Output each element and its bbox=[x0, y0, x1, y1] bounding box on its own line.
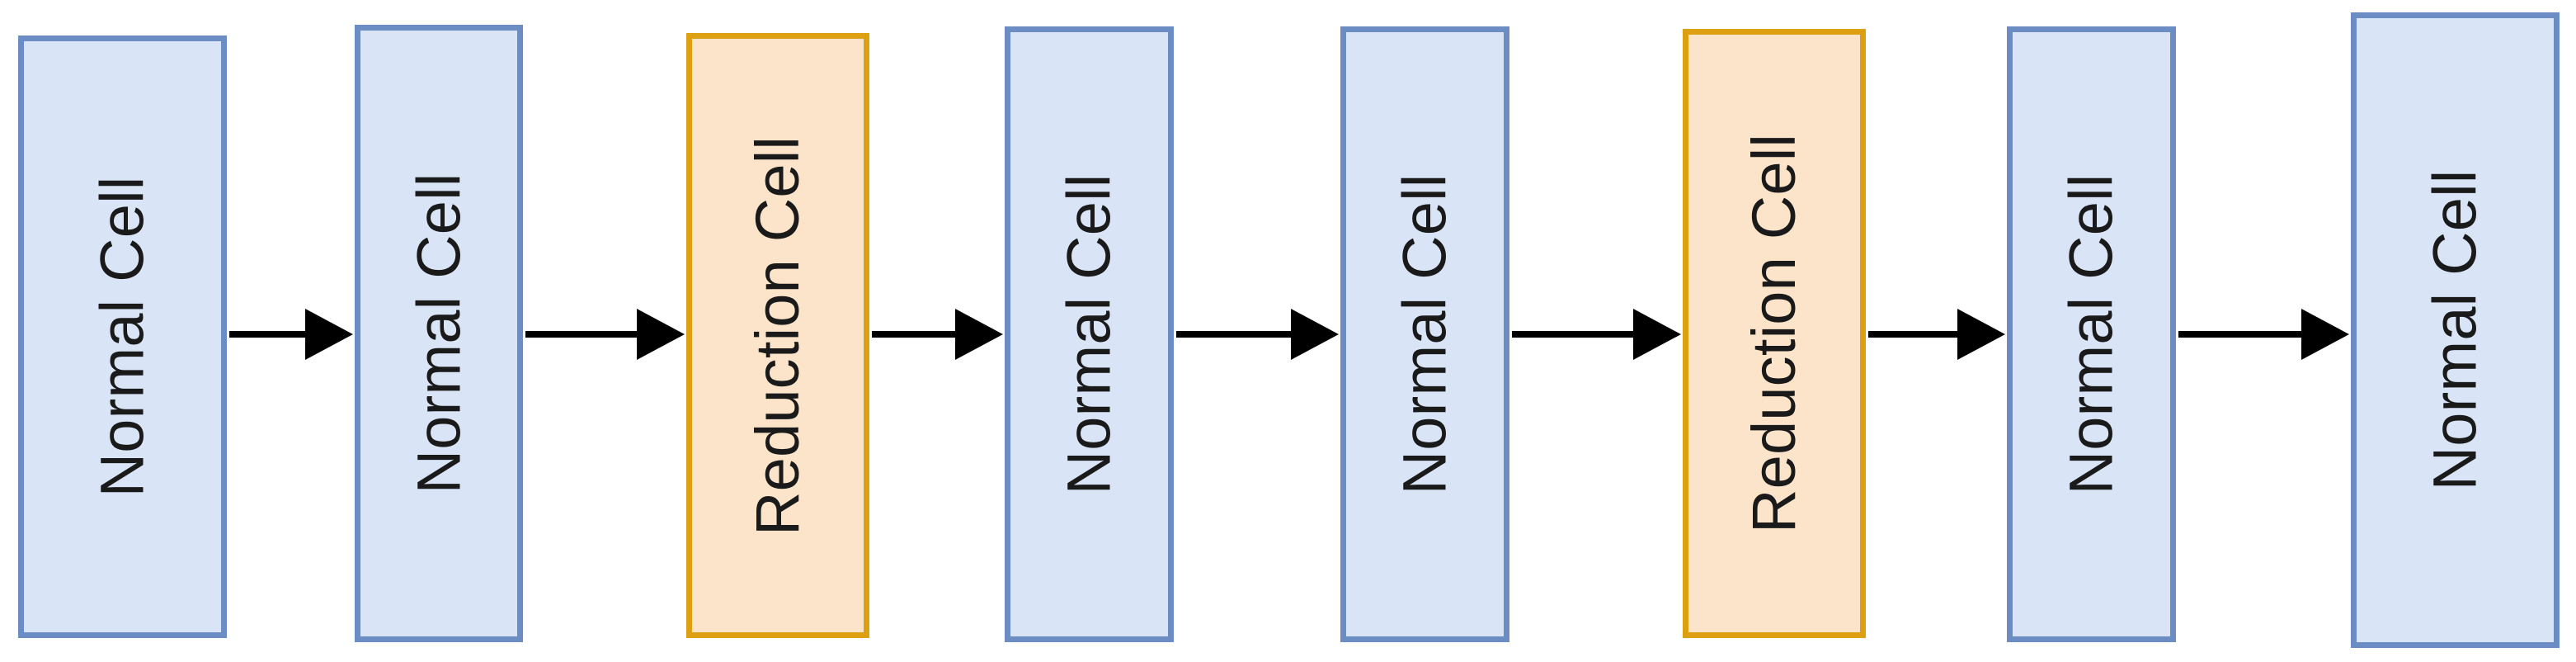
cell-block-reduction[interactable]: Reduction Cell bbox=[686, 33, 869, 638]
arrow-head-icon bbox=[305, 309, 353, 360]
cell-label: Normal Cell bbox=[404, 173, 473, 494]
cell-block-normal[interactable]: Normal Cell bbox=[1005, 26, 1174, 642]
arrow-shaft bbox=[872, 331, 962, 338]
cell-label: Normal Cell bbox=[2420, 169, 2489, 491]
arrow-shaft bbox=[1512, 331, 1640, 338]
arrow-head-icon bbox=[1291, 309, 1339, 360]
cell-label: Normal Cell bbox=[87, 176, 157, 498]
arrow-head-icon bbox=[1957, 309, 2005, 360]
arrow-head-icon bbox=[2301, 309, 2349, 360]
cell-block-normal[interactable]: Normal Cell bbox=[2007, 26, 2176, 642]
cell-block-normal[interactable]: Normal Cell bbox=[1340, 26, 1509, 642]
arrow-head-icon bbox=[1633, 309, 1681, 360]
cell-label: Reduction Cell bbox=[1740, 133, 1808, 534]
cell-block-normal[interactable]: Normal Cell bbox=[2351, 12, 2560, 648]
arrow-head-icon bbox=[955, 309, 1003, 360]
arrow-shaft bbox=[1868, 331, 1964, 338]
cell-block-normal[interactable]: Normal Cell bbox=[355, 25, 523, 642]
arrow-head-icon bbox=[637, 309, 685, 360]
cell-block-normal[interactable]: Normal Cell bbox=[18, 35, 227, 638]
cell-label: Normal Cell bbox=[1054, 173, 1123, 495]
arrow-shaft bbox=[2178, 331, 2308, 338]
arrow-shaft bbox=[525, 331, 643, 338]
cell-block-reduction[interactable]: Reduction Cell bbox=[1683, 29, 1866, 638]
arrow-shaft bbox=[1176, 331, 1297, 338]
cell-label: Normal Cell bbox=[2056, 173, 2126, 495]
cell-label: Reduction Cell bbox=[743, 135, 812, 536]
arrow-shaft bbox=[229, 331, 312, 338]
cell-label: Normal Cell bbox=[1390, 173, 1459, 495]
